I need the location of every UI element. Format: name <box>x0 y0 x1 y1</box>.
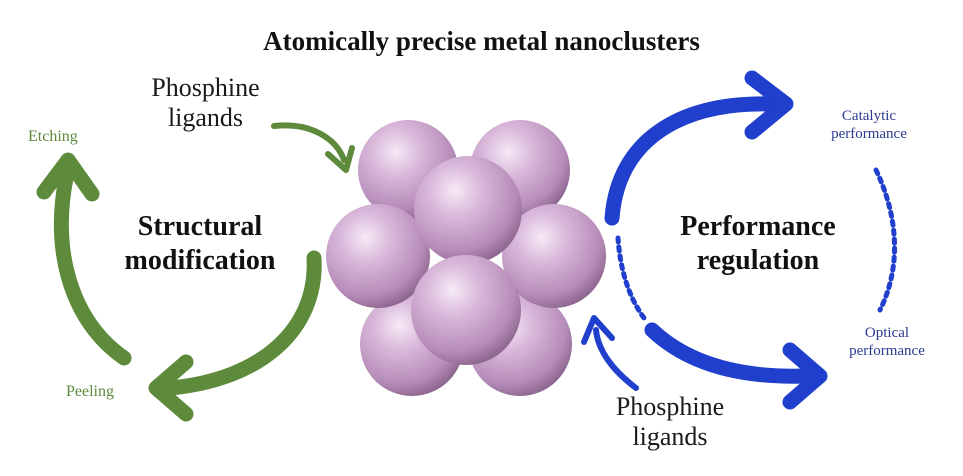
peeling-arrow <box>162 250 322 396</box>
phosphine-ligands-label-bottom: Phosphine ligands <box>615 392 725 451</box>
peeling-label: Peeling <box>66 383 114 400</box>
performance-regulation-heading: Performance regulation <box>680 211 836 276</box>
peeling-arrowhead <box>148 354 194 422</box>
performance-cycle <box>581 70 898 410</box>
sphere <box>414 156 522 264</box>
dotted-arc-right <box>873 167 898 313</box>
structural-cycle <box>36 122 355 422</box>
optical-performance-label: Optical performance <box>849 325 925 359</box>
optical-arrow <box>644 322 814 384</box>
sphere <box>502 204 606 308</box>
catalytic-arrowhead <box>744 70 794 140</box>
sphere <box>411 255 521 365</box>
ligand-arrow-bottom <box>593 327 639 391</box>
etching-label: Etching <box>28 128 78 145</box>
sphere <box>326 204 430 308</box>
ligand-arrowhead-bottom <box>581 315 615 345</box>
etching-arrowhead <box>36 152 100 202</box>
catalytic-performance-label: Catalytic performance <box>831 108 907 142</box>
ligand-arrowhead-top <box>325 145 355 173</box>
optical-arrowhead <box>782 342 828 410</box>
catalytic-arrow <box>604 96 778 226</box>
dotted-arc-left <box>615 235 647 321</box>
metal-nanocluster-icon <box>326 120 606 396</box>
phosphine-ligands-label-top: Phosphine ligands <box>151 73 260 132</box>
diagram-title: Atomically precise metal nanoclusters <box>263 26 700 56</box>
ligand-arrow-top <box>271 122 347 163</box>
etching-arrow <box>53 170 132 366</box>
structural-modification-heading: Structural modification <box>124 211 276 276</box>
